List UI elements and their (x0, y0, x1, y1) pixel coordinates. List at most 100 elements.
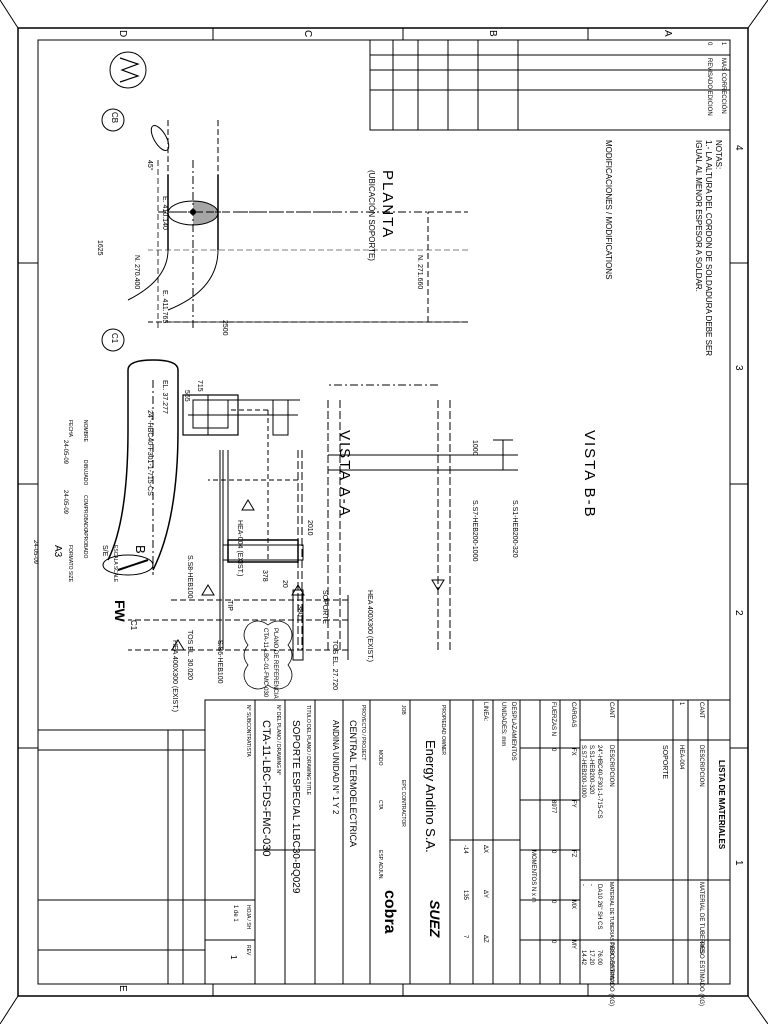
mat-item-desc: S.S1-HEB200-320 (588, 745, 594, 795)
tb-date-3: 24-05-09 (32, 540, 38, 565)
aa-tip: TIP (226, 600, 233, 611)
tb-escala: S/E (101, 545, 108, 557)
tb-rev-label: REV (245, 945, 251, 956)
loads-h-fz: FZ (570, 850, 576, 858)
materials-frame (37, 729, 206, 985)
tb-brand-cobra: cobra (381, 890, 398, 934)
tb-rev: 1 (229, 955, 238, 960)
notes-title: NOTAS: (714, 140, 723, 170)
tb-esp: ESP. ADJUN. (377, 850, 383, 880)
notes-block: NOTAS: 1.- LA ALTURA DEL CORDON DE SOLDA… (693, 140, 723, 356)
aa-d565: 565 (183, 390, 190, 402)
mat-item-kg: 14.42 (580, 950, 586, 966)
loads-dx-h: ΔX (482, 845, 488, 854)
loads-h-cargas: CARGAS (570, 702, 576, 728)
border-col-4: 4 (733, 145, 744, 151)
aa-s5: HEA 400X300 (EXIST.) (171, 640, 178, 712)
loads-fuerzas: FUERZAS N (550, 702, 556, 737)
mat-item-spec: - (580, 884, 586, 886)
outer-frame (17, 27, 749, 997)
aa-tos2: TOS EL. 30.020 (186, 630, 193, 681)
border-col-1: 1 (733, 860, 744, 866)
loads-fy-val: 8977 (550, 800, 556, 814)
loads-my-val: 0 (550, 940, 556, 944)
mat-row1-desc: HEA-004 (678, 745, 684, 770)
loads-h-fy: FY (570, 800, 576, 808)
aa-tos1: TOS EL. 27.720 (331, 640, 338, 691)
loads-dy-val: 135 (462, 890, 468, 901)
mat-items-spec: DA10 26" SH CS - - (579, 884, 603, 929)
mat2-h-cant: CANT (608, 702, 614, 719)
aa-d380: 380 (296, 605, 303, 617)
notes-line-1: 1.- LA ALTURA DEL CORDON DE SOLDADURA DE… (704, 140, 713, 357)
loads-dz-val: 7 (462, 935, 468, 939)
tb-title: SOPORTE ESPECIAL 1LBC30-BQ029 (290, 720, 301, 894)
revisions-header: MODIFICACIONES / MODIFICATIONS (604, 140, 613, 280)
aa-pipe-label: 24"-HBC40-F301-1-715-CS (146, 410, 153, 496)
tb-project: CENTRAL TERMOELECTRICA (348, 720, 358, 848)
mat-h-cant: CANT (698, 702, 704, 719)
aa-d20: 20 (281, 580, 288, 588)
border-col-2: 2 (733, 610, 744, 616)
tb-date-2: 24-05-09 (62, 490, 68, 515)
aa-ref2: CTA-11-LBC-01-FMC-030 (262, 628, 268, 698)
tb-brand-suez: SUEZ (427, 900, 443, 938)
aa-s6: HEA 400X300 (EXIST.) (366, 590, 373, 662)
tb-comprobado: COMPROBADO (82, 495, 88, 532)
tb-planno: CTA-11-LBC-FDS-FMC-030 (260, 720, 272, 857)
border-row-d: D (117, 30, 128, 38)
tb-formato-label: FORMATO SIZE (67, 545, 73, 583)
aa-c1-label: C1 (129, 620, 138, 631)
aa-el1: EL. 37.277 (161, 380, 168, 414)
aa-b-marker: B (133, 545, 148, 554)
rev-row-0-desc: REVISADO EDICION (706, 58, 712, 116)
aa-d715: 715 (196, 380, 203, 392)
tb-project-label: PROYECTO / PROJECT (360, 705, 366, 761)
tb-fecha: FECHA (67, 420, 73, 437)
tb-owner: Energy Andino S.A. (423, 740, 438, 853)
loads-d-values: -141357 (462, 845, 468, 975)
aa-soporte: SOPORTE (321, 590, 328, 625)
border-row-b: B (487, 30, 498, 37)
rev-row-0-num: 0 (706, 42, 712, 46)
loads-dz-h: ΔZ (482, 935, 488, 943)
loads-linea: LINEA: (482, 702, 488, 722)
tb-mod: MODO (377, 750, 383, 766)
loads-desplaz: DESPLAZAMIENTOS (510, 702, 516, 761)
aa-s4: HEA-004 (EXIST.) (236, 520, 243, 577)
loads-dy-h: ΔY (482, 890, 488, 899)
loads-d-header: ΔX ΔY ΔZ (482, 845, 488, 975)
tb-company-logo: FW (112, 600, 128, 622)
plan-dim-2500: 2500 (221, 320, 228, 336)
mat-item-desc: 24"-HBC40-F301-1-715-CS (596, 745, 602, 819)
view-aa-drawing (102, 359, 445, 690)
plan-dim-1625: 1625 (96, 240, 103, 256)
tb-aprobado: APROBADO (82, 530, 88, 559)
loads-h-my: MY (570, 940, 576, 949)
mat-items-kg: 76.00 17.20 14.42 (579, 950, 603, 965)
view-aa-title: VISTA A-A (336, 430, 353, 518)
tb-sheet: 1 de 1 (232, 905, 238, 922)
tb-subcontrat: N° SUBCONTRATISTA (245, 705, 251, 757)
loads-fuerzas-row: FUERZAS N08977000 (550, 702, 556, 970)
plan-angle: 45° (146, 160, 153, 171)
tb-nombre: NOMBRE (82, 420, 88, 442)
aa-d378: 378 (261, 570, 268, 582)
plan-n1-label: N. 270.400 (133, 255, 140, 290)
tb-sheet-label: HOJA / SH (245, 905, 251, 930)
loads-h-mx: MX (570, 900, 576, 909)
tb-contractor-label: EPC CONTRACTOR (400, 780, 406, 827)
mat-h-desc: DESCRIPCION (698, 745, 704, 787)
plan-n2-label: N. 271.660 (416, 255, 423, 290)
mat-item-spec: - (588, 884, 594, 886)
plan-e2-label: E. 411.765 (161, 290, 168, 324)
aa-ref: PLANO DE REFERENCIA (272, 628, 278, 699)
title-block-frame (204, 699, 731, 985)
mat-items-desc: 24"-HBC40-F301-1-715-CS S.S1-HEB200-320 … (579, 745, 603, 819)
mat2-h-desc: DESCRIPCION (608, 745, 614, 787)
tb-title-label: TITULO DEL PLANO / DRAWING TITLE (305, 705, 311, 796)
materials-title: LISTA DE MATERIALES (717, 760, 726, 850)
loads-header-row: CARGASFXFYFZMXMY (570, 702, 576, 982)
